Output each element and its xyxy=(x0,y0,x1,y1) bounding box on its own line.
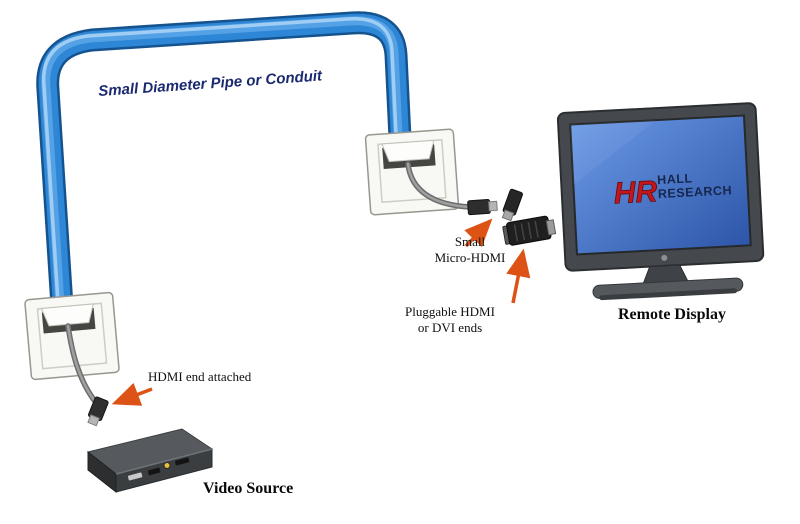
remote-display-monitor: HR HALL RESEARCH xyxy=(556,102,765,301)
arrow-micro-hdmi xyxy=(464,218,493,248)
logo-line1: HALL xyxy=(657,171,693,187)
cable-left xyxy=(65,323,97,403)
power-button-icon xyxy=(661,254,668,261)
remote-display-label: Remote Display xyxy=(618,306,726,323)
logo-hr: HR xyxy=(613,175,658,210)
video-source-label: Video Source xyxy=(203,480,294,497)
pluggable-label-line2: or DVI ends xyxy=(417,320,483,336)
logo-line2: RESEARCH xyxy=(658,183,733,201)
cable-right xyxy=(405,161,473,210)
hdmi-end-label: HDMI end attached xyxy=(148,369,252,384)
arrow-hdmi-end xyxy=(111,382,153,406)
pluggable-adapter xyxy=(502,215,557,246)
micro-hdmi-label-line1: Small xyxy=(454,234,486,249)
micro-hdmi-label-line2: Micro-HDMI xyxy=(434,250,506,266)
micro-hdmi-label: Small Micro-HDMI xyxy=(412,234,528,267)
micro-hdmi-connector xyxy=(467,198,498,216)
callout-arrows xyxy=(111,218,531,406)
pluggable-label-line1: Pluggable HDMI xyxy=(405,304,495,319)
arrow-pluggable xyxy=(506,248,531,304)
micro-hdmi-plug xyxy=(501,188,523,222)
conduit-pipe xyxy=(36,11,412,318)
video-source-device xyxy=(86,428,214,494)
hdmi-connector xyxy=(87,396,109,427)
pluggable-label: Pluggable HDMI or DVI ends xyxy=(392,304,508,337)
